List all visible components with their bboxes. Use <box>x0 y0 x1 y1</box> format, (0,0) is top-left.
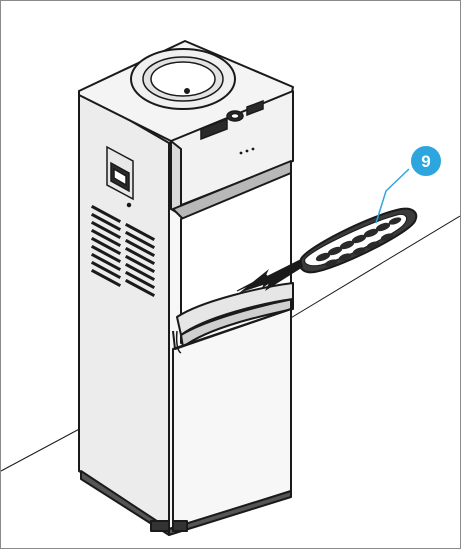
water-dispenser <box>79 41 293 535</box>
indicator-dot <box>246 150 249 153</box>
receptacle-inner <box>151 62 215 96</box>
floor-line-left <box>1 426 85 471</box>
control-button-2-center <box>231 114 239 119</box>
switch-indicator <box>128 204 131 207</box>
foot-front <box>151 521 169 531</box>
foot-front-right <box>173 521 187 531</box>
callout-badge-icon: 9 <box>410 145 442 177</box>
callout-number: 9 <box>421 152 430 171</box>
indicator-dot <box>252 148 255 151</box>
head-edge <box>171 141 181 215</box>
probe-hole <box>185 89 190 94</box>
bottle-receptacle <box>131 49 235 109</box>
indicator-dot <box>240 152 243 155</box>
drip-tray[interactable] <box>300 209 416 273</box>
